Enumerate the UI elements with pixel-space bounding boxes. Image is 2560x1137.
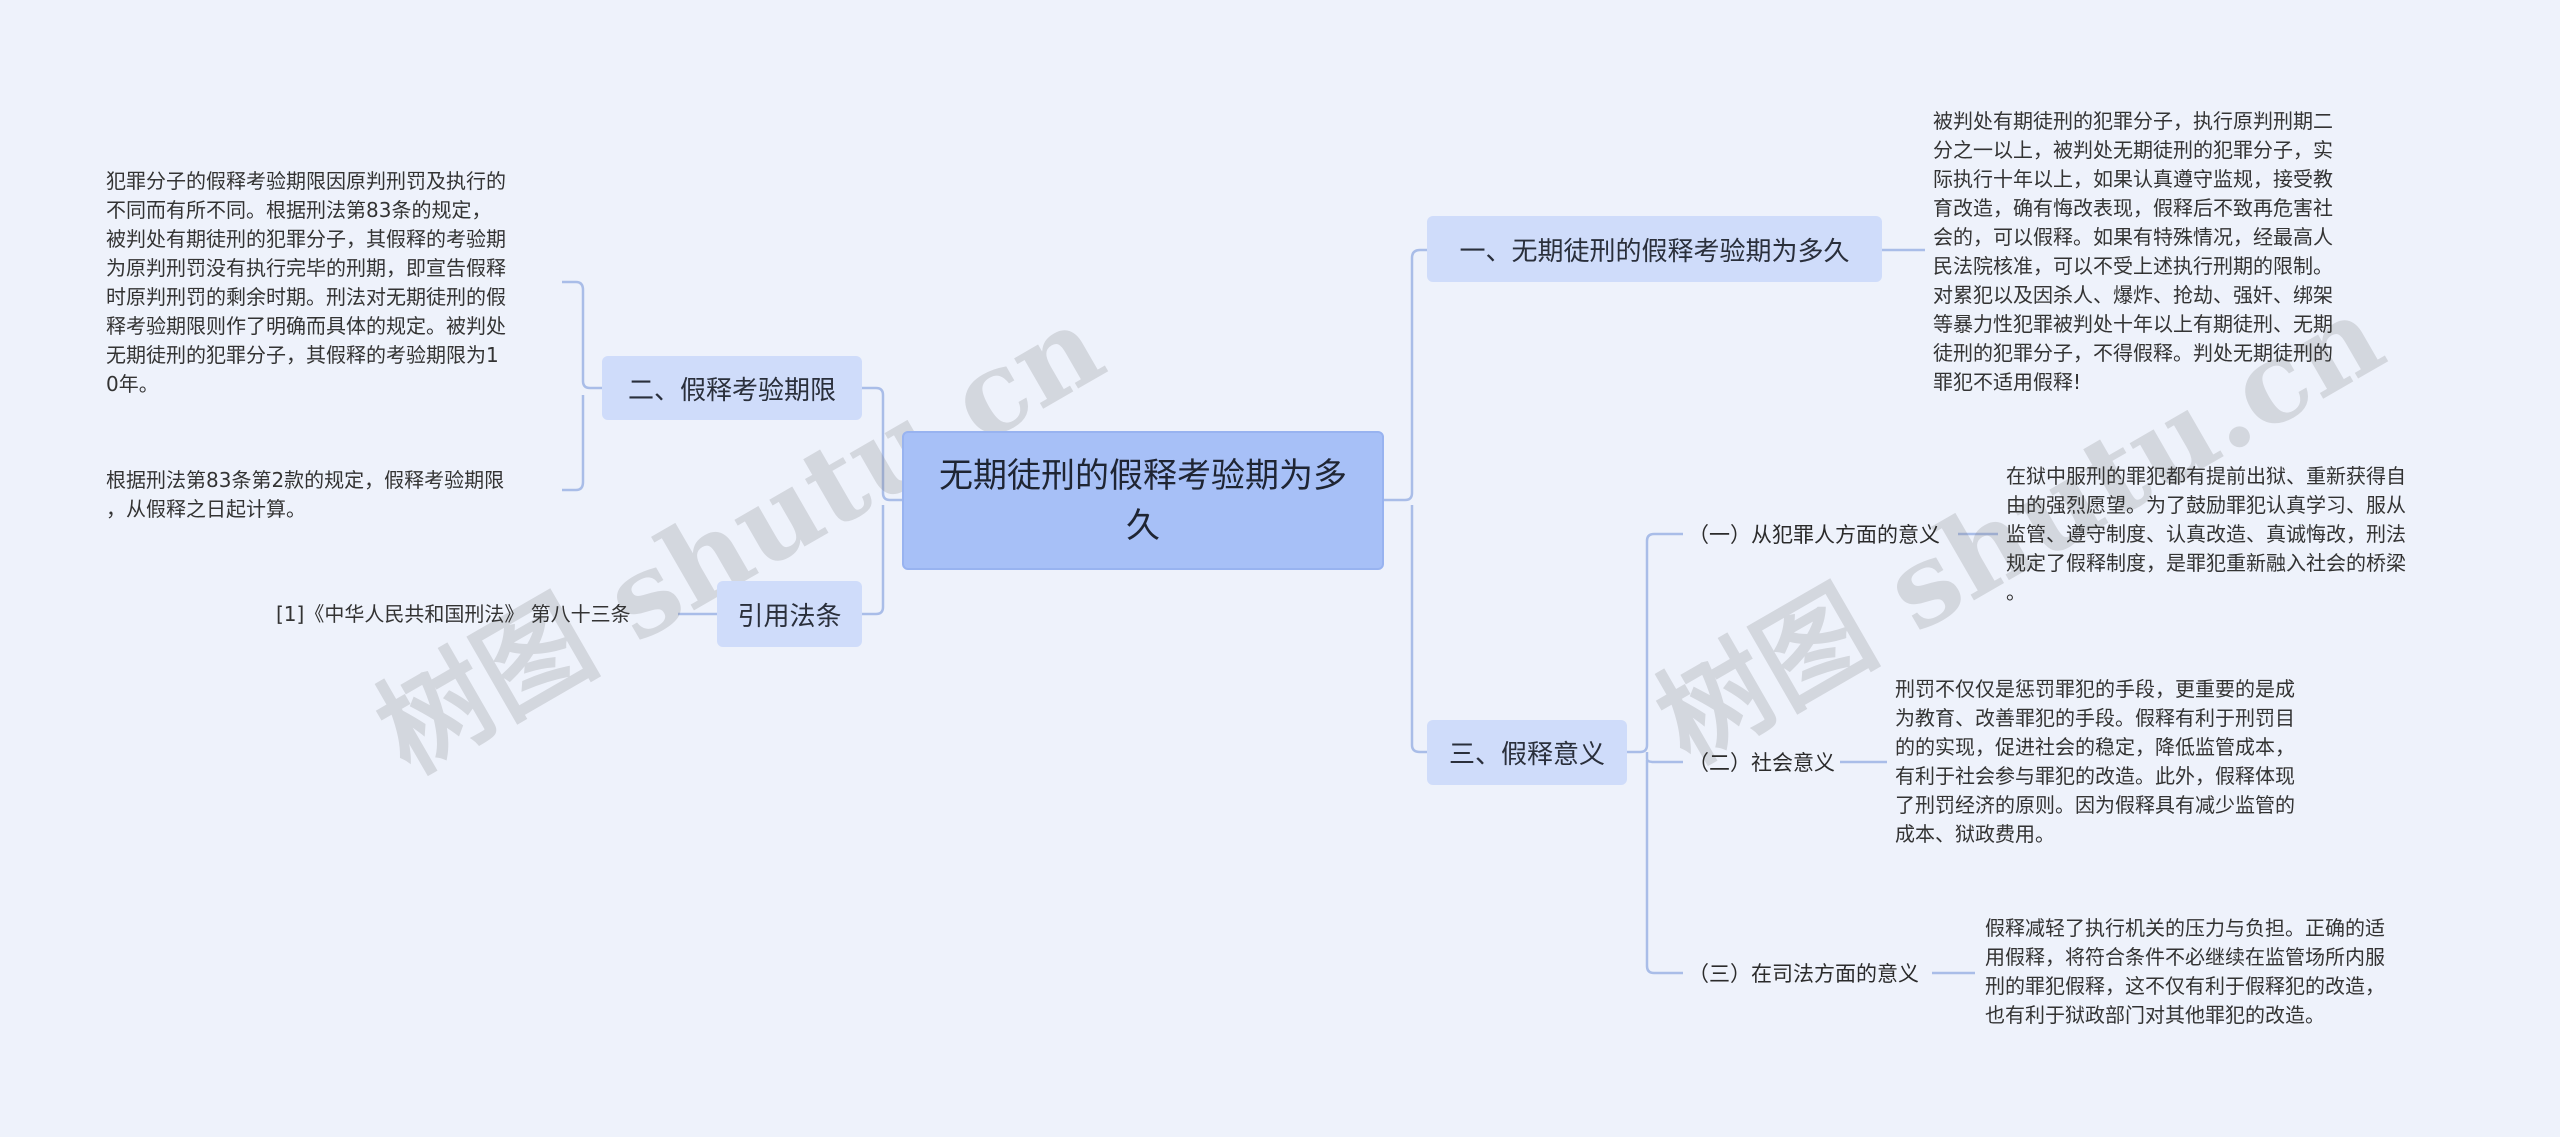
leaf-line: 刑罚不仅仅是惩罚罪犯的手段，更重要的是成 <box>1895 677 2295 701</box>
leaf-line: 了刑罚经济的原则。因为假释具有减少监管的 <box>1895 793 2295 817</box>
branch-node-1[interactable]: 一、无期徒刑的假释考验期为多久 <box>1427 216 1882 282</box>
branch-label-3: 三、假释意义 <box>1448 740 1605 770</box>
leaf-line: 徒刑的犯罪分子，不得假释。判处无期徒刑的 <box>1933 341 2333 365</box>
leaf-text-b2a: 犯罪分子的假释考验期限因原判刑罚及执行的 不同而有所不同。根据刑法第83条的规定… <box>106 167 566 399</box>
leaf-line: 的的实现，促进社会的稳定，降低监管成本， <box>1895 735 2295 759</box>
branch-node-3[interactable]: 三、假释意义 <box>1427 720 1627 785</box>
leaf-line: 际执行十年以上，如果认真遵守监规，接受教 <box>1933 167 2333 191</box>
branch-node-2[interactable]: 二、假释考验期限 <box>602 356 862 420</box>
leaf-line: 无期徒刑的犯罪分子，其假释的考验期限为1 <box>106 343 499 367</box>
root-node[interactable]: 无期徒刑的假释考验期为多久 <box>902 431 1384 570</box>
leaf-line: 对累犯以及因杀人、爆炸、抢劫、强奸、绑架 <box>1933 283 2333 307</box>
leaf-line: 也有利于狱政部门对其他罪犯的改造。 <box>1985 1003 2325 1027</box>
leaf-line: 会的，可以假释。如果有特殊情况，经最高人 <box>1933 225 2333 249</box>
leaf-text-b2b: 根据刑法第83条第2款的规定，假释考验期限 ，从假释之日起计算。 <box>106 466 566 524</box>
leaf-text-b4: [1]《中华人民共和国刑法》 第八十三条 <box>276 602 631 626</box>
leaf-line: 被判处有期徒刑的犯罪分子，执行原判刑期二 <box>1933 109 2333 133</box>
leaf-line: 用假释，将符合条件不必继续在监管场所内服 <box>1985 945 2385 969</box>
leaf-line: 。 <box>2006 580 2026 604</box>
leaf-text-s1: 在狱中服刑的罪犯都有提前出狱、重新获得自 由的强烈愿望。为了鼓励罪犯认真学习、服… <box>2006 462 2466 607</box>
sub-node-3[interactable]: （三）在司法方面的意义 <box>1688 962 1919 986</box>
leaf-line: 0年。 <box>106 372 159 396</box>
branch-label-2: 二、假释考验期限 <box>627 375 836 406</box>
leaf-line: ，从假释之日起计算。 <box>106 497 306 521</box>
leaf-line: 有利于社会参与罪犯的改造。此外，假释体现 <box>1895 764 2295 788</box>
leaf-text-s2: 刑罚不仅仅是惩罚罪犯的手段，更重要的是成 为教育、改善罪犯的手段。假释有利于刑罚… <box>1895 675 2355 849</box>
leaf-line: 由的强烈愿望。为了鼓励罪犯认真学习、服从 <box>2006 493 2406 517</box>
leaf-line: 监管、遵守制度、认真改造、真诚悔改，刑法 <box>2006 522 2406 546</box>
leaf-line: 规定了假释制度，是罪犯重新融入社会的桥梁 <box>2006 551 2406 575</box>
sub-node-1[interactable]: （一）从犯罪人方面的意义 <box>1688 523 1940 547</box>
leaf-line: 成本、狱政费用。 <box>1895 822 2055 846</box>
branch-label-4: 引用法条 <box>737 601 842 632</box>
sub-node-2[interactable]: （二）社会意义 <box>1688 751 1835 775</box>
leaf-line: 为原判刑罚没有执行完毕的刑期，即宣告假释 <box>106 256 506 280</box>
leaf-line: 刑的罪犯假释，这不仅有利于假释犯的改造， <box>1985 974 2385 998</box>
branch-node-4[interactable]: 引用法条 <box>717 581 862 647</box>
leaf-line: 根据刑法第83条第2款的规定，假释考验期限 <box>106 468 505 492</box>
leaf-text-s3: 假释减轻了执行机关的压力与负担。正确的适 用假释，将符合条件不必继续在监管场所内… <box>1985 914 2445 1030</box>
leaf-line: 被判处有期徒刑的犯罪分子，其假释的考验期 <box>106 227 506 251</box>
root-title: 无期徒刑的假释考验期为多久 <box>939 455 1347 546</box>
leaf-line: 时原判刑罚的剩余时期。刑法对无期徒刑的假 <box>106 285 506 309</box>
leaf-line: 释考验期限则作了明确而具体的规定。被判处 <box>106 314 506 338</box>
leaf-text-b1: 被判处有期徒刑的犯罪分子，执行原判刑期二 分之一以上，被判处无期徒刑的犯罪分子，… <box>1933 107 2403 397</box>
leaf-line: 为教育、改善罪犯的手段。假释有利于刑罚目 <box>1895 706 2295 730</box>
branch-label-1: 一、无期徒刑的假释考验期为多久 <box>1459 236 1850 267</box>
leaf-line: 在狱中服刑的罪犯都有提前出狱、重新获得自 <box>2006 464 2406 488</box>
leaf-line: 不同而有所不同。根据刑法第83条的规定， <box>106 198 492 222</box>
leaf-line: 育改造，确有悔改表现，假释后不致再危害社 <box>1933 196 2333 220</box>
leaf-line: 罪犯不适用假释! <box>1933 370 2082 394</box>
leaf-line: 民法院核准，可以不受上述执行刑期的限制。 <box>1933 254 2333 278</box>
leaf-line: 等暴力性犯罪被判处十年以上有期徒刑、无期 <box>1933 312 2333 336</box>
leaf-line: 分之一以上，被判处无期徒刑的犯罪分子，实 <box>1933 138 2333 162</box>
leaf-line: 假释减轻了执行机关的压力与负担。正确的适 <box>1985 916 2385 940</box>
leaf-line: 犯罪分子的假释考验期限因原判刑罚及执行的 <box>106 169 506 193</box>
